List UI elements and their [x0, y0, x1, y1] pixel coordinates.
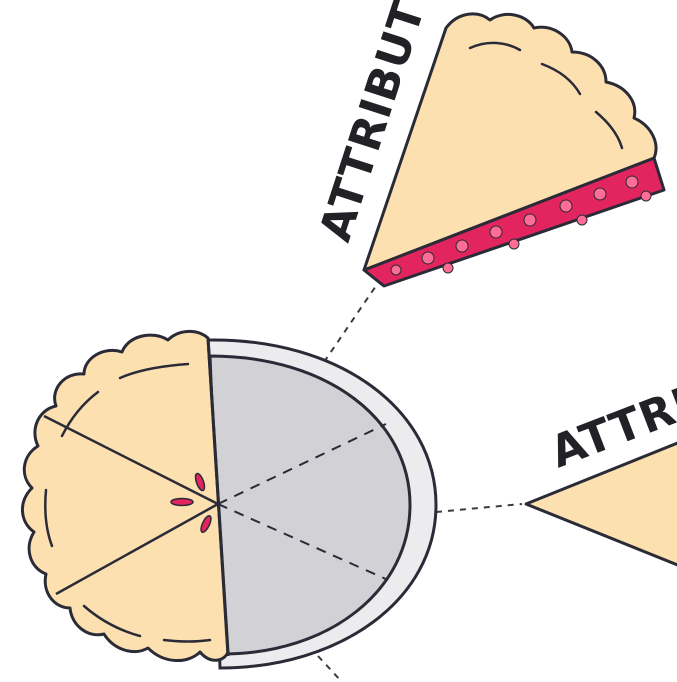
- berry-1: [391, 265, 401, 275]
- berry-11: [577, 215, 587, 225]
- leader-line-right: [436, 504, 522, 512]
- berry-9: [443, 263, 453, 273]
- leader-line-bottom: [318, 656, 342, 682]
- berry-4: [490, 226, 502, 238]
- berry-2: [422, 252, 434, 264]
- berry-7: [594, 188, 606, 200]
- pie-missing-slices-icon: [22, 331, 436, 668]
- pie-crust-half: [22, 331, 228, 660]
- berry-3: [456, 240, 468, 252]
- leader-line-top: [324, 280, 380, 362]
- berry-5: [524, 214, 536, 226]
- berry-12: [641, 191, 651, 201]
- berry-10: [509, 239, 519, 249]
- steam-vent-2: [171, 499, 193, 506]
- berry-6: [560, 200, 572, 212]
- berry-8: [626, 176, 638, 188]
